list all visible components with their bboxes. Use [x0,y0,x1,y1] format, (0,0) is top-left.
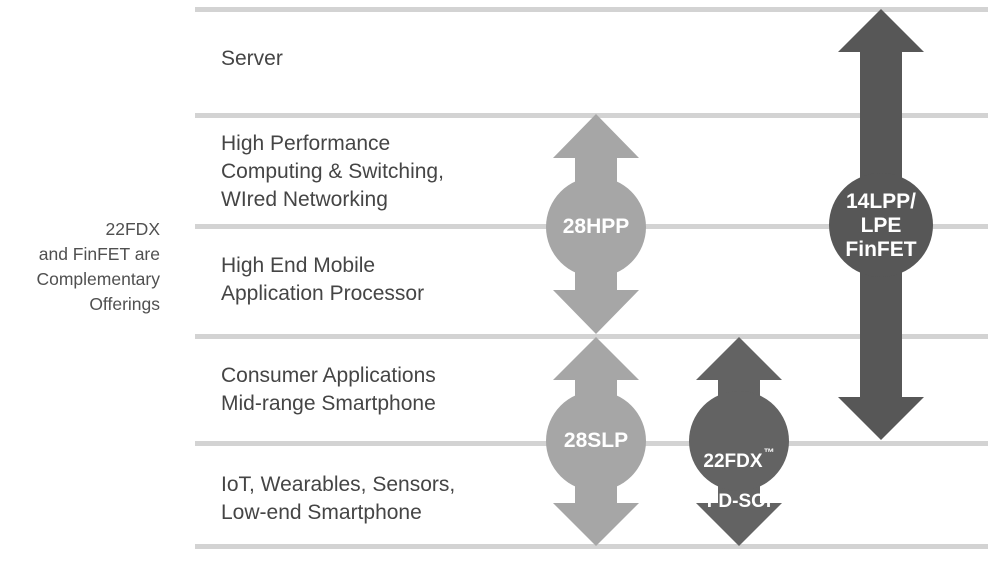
segment-label-mobile-ap: High End Mobile Application Processor [221,254,425,305]
arrow-22fdx [689,337,789,546]
segment-divider-bottom [195,544,988,549]
arrow-label-28hpp: 28HPP [562,215,630,238]
arrow-14lpp [829,9,933,440]
segment-label-server: Server [221,47,283,70]
segment-label-consumer: Consumer Applications Mid-range Smartpho… [221,364,436,415]
arrow-label-14lpp: 14LPP/ LPE FinFET [845,190,917,261]
segment-divider [195,334,988,339]
arrow-label-22fdx-name: 22FDX [703,451,763,472]
arrow-label-22fdx-sub: FD-SOI [706,491,772,512]
segment-divider [195,113,988,118]
segment-divider-top [195,7,988,12]
arrow-28slp [546,337,646,546]
segment-label-iot: IoT, Wearables, Sensors, Low-end Smartph… [221,473,456,524]
arrow-label-28slp: 28SLP [563,429,629,452]
side-note: 22FDX and FinFET are Complementary Offer… [36,219,160,314]
trademark-symbol: ™ [763,447,775,459]
arrow-28hpp [546,114,646,334]
arrow-label-22fdx: 22FDX™ FD-SOI [689,423,789,512]
segment-label-hpc: High Performance Computing & Switching, … [221,132,444,211]
